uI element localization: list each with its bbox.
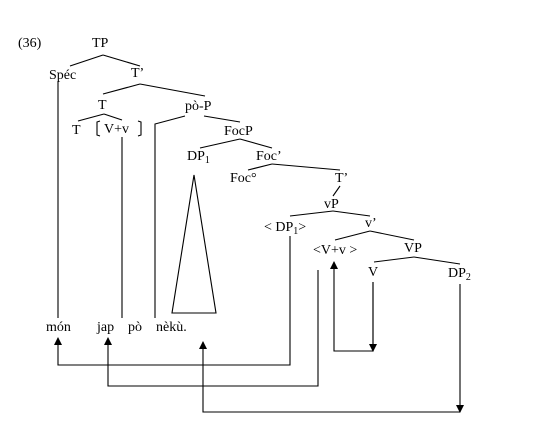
example-number: (36): [18, 36, 42, 51]
branch-tbar-pop: [139, 83, 206, 97]
branch-tbar2-vp: [332, 185, 341, 197]
node-spec: Spéc: [49, 68, 76, 83]
branch-vp-vbar: [332, 210, 371, 217]
node-v-bar: v’: [365, 216, 377, 231]
branch-vp-dp2: [413, 256, 461, 265]
branch-focbar-tbar2: [271, 163, 341, 171]
node-v-v: V+v: [104, 122, 129, 137]
node-v-v-trace: <V+v >: [313, 243, 357, 258]
branch-focp-focbar: [239, 138, 273, 149]
node-t-bar: T’: [131, 66, 144, 81]
v-v-bracket: [96, 120, 142, 137]
arrow-dp1-trace-to-spec: [54, 236, 291, 366]
branch-tp-spec: [69, 54, 104, 67]
branch-tp-tbar: [102, 54, 141, 67]
tree-branches: [57, 54, 461, 318]
node-t-head: T: [72, 123, 81, 138]
branch-pop-focp: [203, 115, 241, 123]
word-neku: nèkù.: [156, 320, 187, 335]
movement-arrows: [54, 236, 464, 413]
word-po: pò: [128, 320, 142, 335]
dp1-triangle: [171, 174, 217, 314]
node-tp: TP: [92, 36, 109, 51]
pop-to-po: [154, 115, 186, 318]
node-t: T: [98, 98, 107, 113]
node-v: V: [368, 265, 378, 280]
node-vp: VP: [404, 241, 422, 256]
node-foc-head: Foc°: [230, 171, 257, 186]
node-dp2: DP2: [448, 266, 471, 283]
node-vp-small: vP: [324, 197, 339, 212]
branch-vbar-vvtrace: [334, 230, 371, 241]
word-jap: jap: [96, 320, 114, 335]
branch-vbar-vp: [369, 230, 415, 241]
node-dp1: DP1: [187, 149, 210, 166]
word-mon: món: [46, 320, 71, 335]
node-t-bar2: T’: [335, 171, 348, 186]
branch-t-vv: [103, 113, 123, 121]
branch-focbar-fochead: [247, 163, 273, 171]
node-po-p: pò-P: [185, 99, 212, 114]
node-focp: FocP: [224, 124, 253, 139]
node-dp1-trace: < DP1>: [264, 220, 306, 237]
arrow-dp2-return: [199, 341, 460, 413]
branch-vp-dp1trace: [289, 210, 334, 217]
branch-vp-v: [373, 256, 415, 263]
branch-focp-dp1: [199, 138, 241, 149]
branch-tbar-t: [102, 83, 141, 95]
branch-t-thead: [77, 113, 105, 122]
node-foc-bar: Foc’: [256, 149, 282, 164]
arrow-vv-trace-to-t: [104, 270, 319, 387]
